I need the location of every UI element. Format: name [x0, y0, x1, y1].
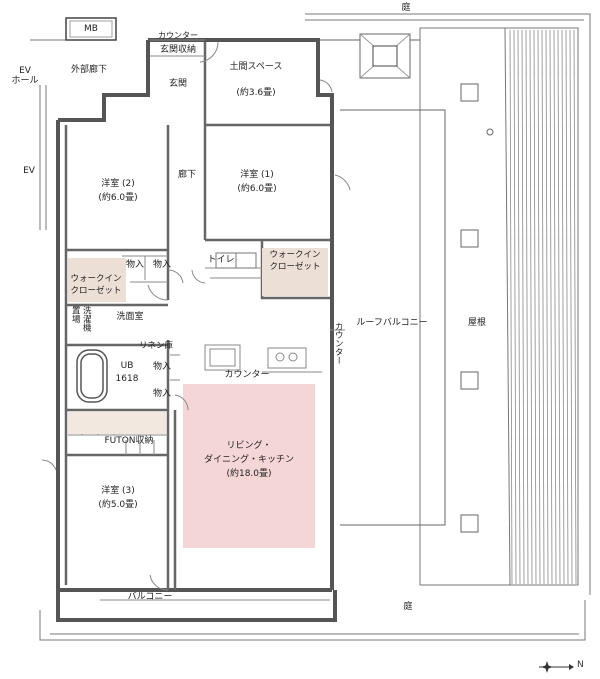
washroom-label: 洗面室: [116, 312, 144, 322]
storage-d-label: 物入: [152, 389, 172, 399]
outer-corridor-label: 外部廊下: [70, 65, 108, 75]
walls: [56, 38, 337, 622]
western2-label: 洋室 (2): [101, 179, 135, 189]
balcony-label: バルコニー: [127, 592, 173, 602]
wic-left-label-1: ウォークイン: [70, 274, 122, 284]
western1-label: 洋室 (1): [240, 170, 274, 180]
ev-hall-label-1: EV: [19, 66, 31, 76]
mb-label: MB: [84, 24, 98, 34]
ub-label: UB: [120, 361, 134, 371]
western2-size-label: (約6.0畳): [98, 193, 138, 203]
ev-hall-label-2: ホール: [11, 76, 39, 86]
counter-kitchen-label: カウンター: [224, 370, 270, 380]
genkan-storage-label: 玄関収納: [159, 45, 197, 55]
ldk-size-label: (約18.0畳): [226, 469, 272, 479]
roof-balcony: [320, 33, 446, 526]
hallway-label: 廊下: [177, 170, 197, 180]
shelf-label: 置場: [70, 306, 81, 323]
western3-size-label: (約5.0畳): [98, 500, 138, 510]
washer-label: 洗濯機: [81, 306, 92, 332]
ev-label: EV: [23, 166, 35, 176]
garden-border: [39, 13, 591, 641]
north-arrow-icon: N: [535, 659, 591, 675]
roof-area: [419, 27, 579, 586]
wic-left-label-2: クローゼット: [70, 286, 122, 296]
counter-vertical-label: カウンター: [333, 322, 344, 365]
ldk-label-2: ダイニング・キッチン: [203, 455, 295, 465]
niwa-top-label: 庭: [401, 3, 411, 13]
western3-label: 洋室 (3): [101, 486, 135, 496]
ldk-area: [183, 384, 315, 548]
storage-c-label: 物入: [152, 362, 172, 372]
thin-lines: [68, 39, 345, 601]
doma-label: 土間スペース: [229, 62, 283, 72]
futon-label: FUTON収納: [104, 436, 154, 446]
genkan-label: 玄関: [168, 79, 188, 89]
roof-label: 屋根: [467, 318, 487, 328]
toilet-label: トイレ: [207, 255, 235, 265]
wic-right-label-2: クローゼット: [269, 262, 321, 272]
storage-a-label: 物入: [125, 260, 145, 270]
ldk-label-1: リビング・: [226, 441, 272, 451]
wic-right-label-1: ウォークイン: [269, 250, 321, 260]
western1-size-label: (約6.0畳): [237, 184, 277, 194]
mb-box: [65, 17, 117, 41]
bathtub: [76, 349, 108, 403]
north-label: N: [577, 660, 584, 670]
ub-size-label: 1618: [115, 374, 139, 384]
doma-size-label: (約3.6畳): [236, 88, 276, 98]
counter-top-label: カウンター: [158, 31, 198, 40]
roof-balcony-label: ルーフバルコニー: [356, 318, 428, 328]
storage-b-label: 物入: [152, 260, 172, 270]
linen-label: リネン庫: [138, 341, 174, 351]
niwa-bottom-label: 庭: [403, 602, 413, 612]
interior-walls: [64, 42, 330, 590]
